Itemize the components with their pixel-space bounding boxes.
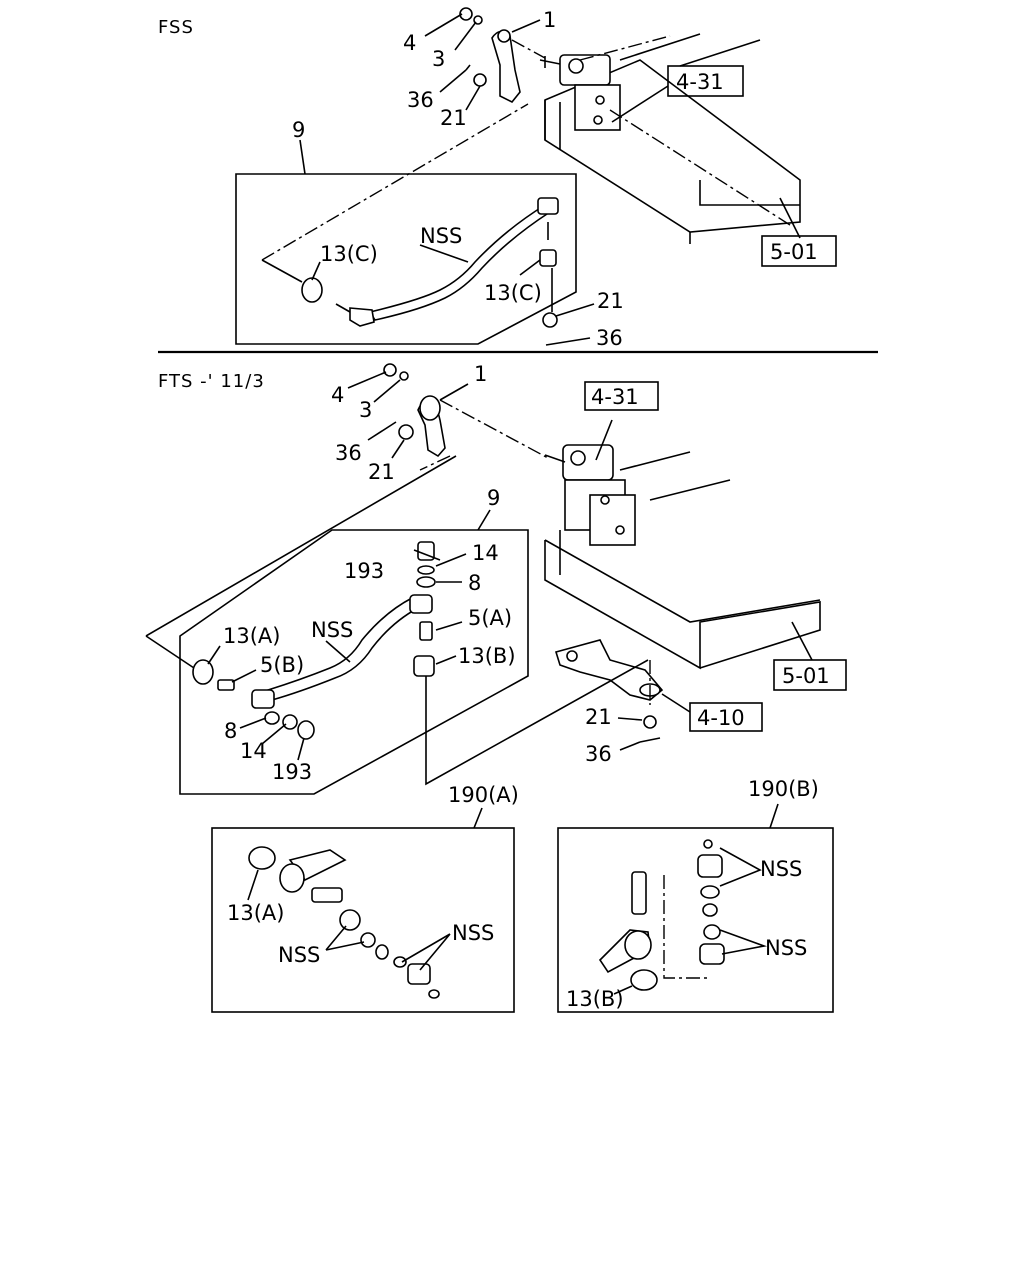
label-nss: NSS <box>420 224 462 248</box>
leader-line <box>719 929 768 955</box>
leader-line <box>435 553 467 567</box>
drag-link-box-mid <box>145 455 529 795</box>
leader-line <box>325 640 351 663</box>
leader-line <box>239 717 267 729</box>
leader-line <box>719 847 762 887</box>
leader-line <box>325 925 365 951</box>
leader-lines-mid <box>347 371 813 661</box>
leader-line <box>769 803 779 829</box>
knuckle-arm <box>554 639 664 743</box>
label-nut: 21 <box>585 705 612 729</box>
ref-box-frame-top[interactable]: 5-01 <box>761 235 837 267</box>
ref-steering-gear: 4-31 <box>591 385 639 409</box>
label-nut: 21 <box>368 460 395 484</box>
label-nss: NSS <box>760 857 802 881</box>
label-cotter-pin: 36 <box>585 742 612 766</box>
label-nut: 4 <box>403 31 416 55</box>
ref-frame: 5-01 <box>782 664 830 688</box>
ref-frame: 5-01 <box>770 240 818 264</box>
ref-steering-gear: 4-31 <box>676 70 724 94</box>
ref-box-frame-mid[interactable]: 5-01 <box>773 659 847 691</box>
leader-line <box>473 807 483 829</box>
frame-rail-top <box>544 33 801 244</box>
label-cotter-pin: 36 <box>596 326 623 350</box>
leader-line <box>613 985 633 995</box>
label-nut: 21 <box>597 289 624 313</box>
label-spring: 14 <box>240 739 267 763</box>
leader-line <box>661 693 691 713</box>
ref-box-steering-gear-mid[interactable]: 4-31 <box>584 381 659 411</box>
label-boot: 13(A) <box>223 624 280 648</box>
pitman-arm-top <box>491 29 521 104</box>
label-washer: 3 <box>359 398 372 422</box>
label-spring: 14 <box>472 541 499 565</box>
leader-line <box>619 741 641 751</box>
label-stud: 5(B) <box>260 653 304 677</box>
drag-link-box-top <box>235 103 577 345</box>
detail-title-a: 190(A) <box>448 783 519 807</box>
leader-line <box>617 717 643 721</box>
label-nss: NSS <box>765 936 807 960</box>
label-nss: NSS <box>278 943 320 967</box>
label-boot: 13(A) <box>227 901 284 925</box>
leader-lines-top <box>424 13 801 239</box>
steering-gear-mid <box>544 444 636 546</box>
label-pitman-arm: 1 <box>543 8 556 32</box>
leader-line <box>435 621 463 631</box>
steering-gear-top <box>539 54 621 131</box>
ref-knuckle-arm: 4-10 <box>697 706 745 730</box>
label-cotter-pin: 36 <box>407 88 434 112</box>
leader-line <box>207 645 221 665</box>
ref-box-knuckle-arm[interactable]: 4-10 <box>689 702 763 732</box>
detail-box-b <box>557 827 834 1013</box>
label-nss: NSS <box>452 921 494 945</box>
leader-line <box>413 549 441 561</box>
leader-line <box>545 337 591 346</box>
label-nut: 4 <box>331 383 344 407</box>
axis-line <box>609 109 791 226</box>
leader-line <box>231 669 257 683</box>
leader-line <box>247 869 259 901</box>
label-nss: NSS <box>311 618 353 642</box>
drag-link-rod-top <box>301 197 559 328</box>
label-boot: 13(B) <box>458 644 516 668</box>
label-pitman-arm: 1 <box>474 362 487 386</box>
label-drag-link: 9 <box>292 118 305 142</box>
label-cotter-pin: 36 <box>335 441 362 465</box>
detail-box-a <box>211 827 515 1013</box>
nut-washer-mid <box>383 363 414 440</box>
axis-line <box>579 35 671 61</box>
label-washer: 3 <box>432 47 445 71</box>
leader-line <box>435 655 457 665</box>
label-drag-link: 9 <box>487 486 500 510</box>
section-title-fts: FTS -' 11/3 <box>158 371 265 392</box>
label-stud: 5(A) <box>468 606 512 630</box>
label-boot: 13(B) <box>566 987 624 1011</box>
axis-line <box>511 39 546 59</box>
leader-line <box>311 261 321 281</box>
nut-washer-top <box>459 7 487 87</box>
frame-rail-mid <box>544 451 821 670</box>
label-ring: 8 <box>224 719 237 743</box>
axis-line <box>419 455 451 471</box>
drag-link-rod-mid <box>192 541 649 786</box>
leader-line <box>401 933 451 971</box>
axis-line <box>439 399 549 459</box>
label-boot: 13(C) <box>484 281 542 305</box>
leader-line <box>297 737 305 761</box>
leader-line <box>419 244 469 263</box>
ref-box-steering-gear-top[interactable]: 4-31 <box>667 65 744 97</box>
leader-line <box>519 259 541 276</box>
leader-line <box>261 723 287 745</box>
pitman-arm-mid <box>417 395 446 458</box>
label-boot: 13(C) <box>320 242 378 266</box>
label-plug: 193 <box>344 559 384 583</box>
detail-title-b: 190(B) <box>748 777 819 801</box>
label-ring: 8 <box>468 571 481 595</box>
leader-line <box>555 303 595 317</box>
label-plug: 193 <box>272 760 312 784</box>
label-nut: 21 <box>440 106 467 130</box>
section-title-fss: FSS <box>158 17 194 38</box>
